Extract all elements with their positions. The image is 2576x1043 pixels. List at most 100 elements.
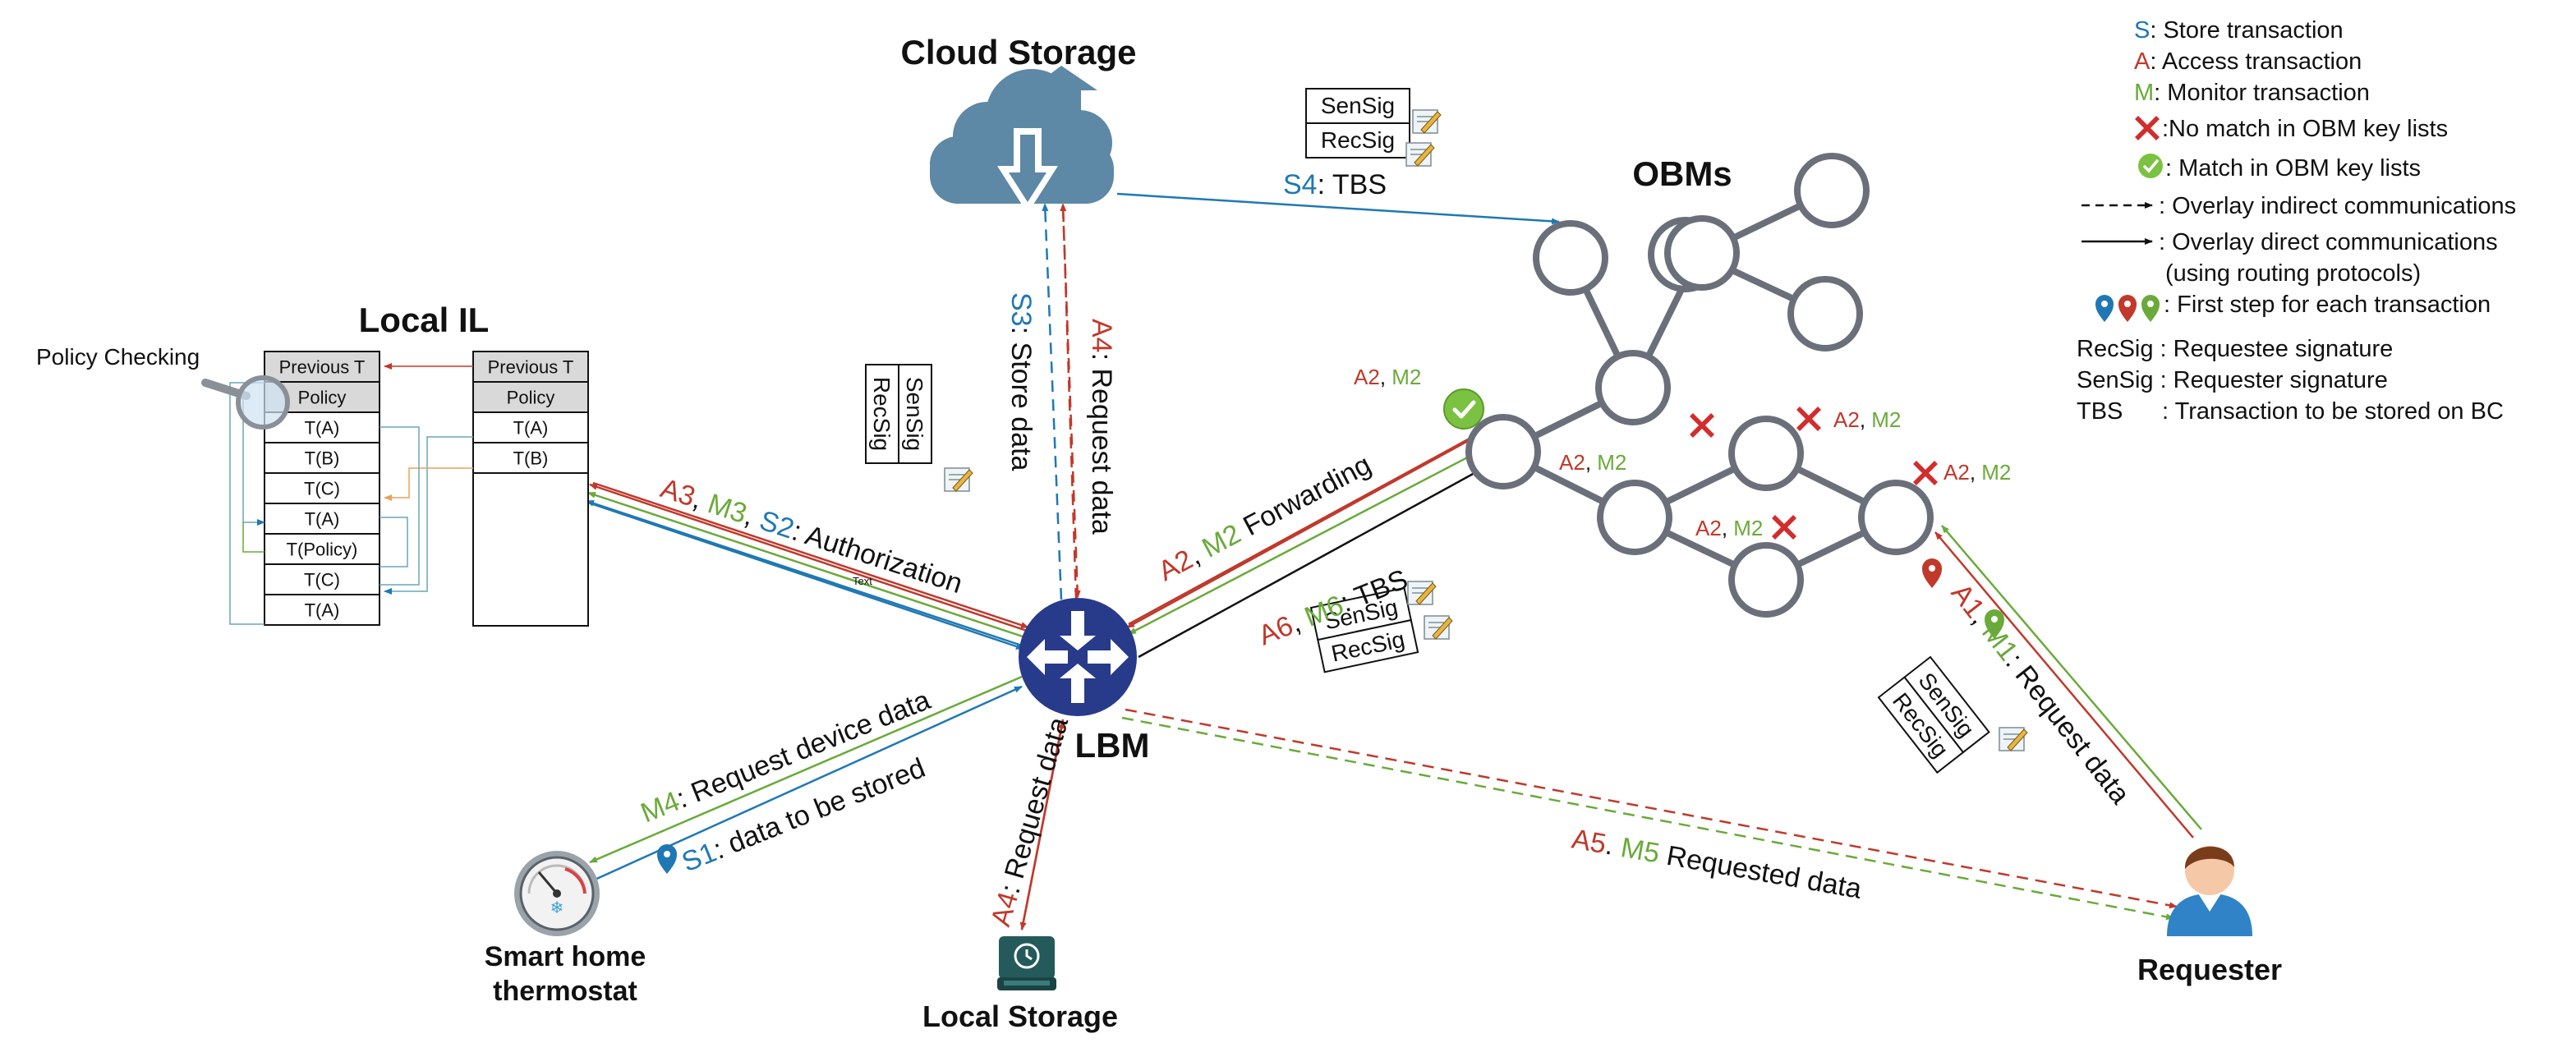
a2m2-label-mid: A2, M2: [1559, 450, 1626, 475]
local-storage-title: Local Storage: [922, 999, 1118, 1033]
legend-no-match-icon: [2135, 116, 2160, 140]
signature-pen-icon: [1405, 142, 1435, 167]
first-step-pin-icon-blue: [657, 844, 677, 874]
s3-line: [1042, 203, 1063, 600]
obm-node-lower-bottom: [1728, 542, 1804, 618]
m3-line: [587, 491, 1026, 639]
table-left-cell: T(C): [304, 479, 340, 499]
s4-line: [1116, 192, 1560, 225]
svg-text:RecSig: RecSig: [1321, 127, 1395, 153]
a2m2-label-lower: A2, M2: [1695, 516, 1763, 540]
obm-node-lower-left: [1597, 480, 1672, 555]
a3-line: [589, 483, 1028, 632]
legend-pin-icons: [2095, 295, 2160, 322]
no-match-x-icon: [1772, 515, 1796, 540]
thermostat-title-line2: thermostat: [493, 976, 637, 1007]
table-right-cell: T(B): [513, 448, 549, 469]
match-check-icon: [1443, 388, 1484, 430]
table-left-row: [264, 594, 380, 626]
legend-recsig: RecSig : Requestee signature: [2077, 336, 2393, 362]
legend-tbs-def: : Transaction to be stored on BC: [2162, 398, 2504, 425]
signature-pen-icon: [1407, 581, 1437, 605]
signature-box-a1: SenSig RecSig: [1877, 655, 1990, 774]
legend-indirect: : Overlay indirect communications: [2159, 193, 2516, 219]
requester-title: Requester: [2137, 953, 2282, 986]
table-left-row: [264, 563, 380, 595]
obm-node-top-right: [1794, 153, 1870, 228]
svg-text:❄: ❄: [550, 899, 564, 917]
first-step-pin-icon-red: [1922, 558, 1942, 588]
table-left-cell: T(A): [305, 509, 340, 530]
tb-link-line: [384, 467, 473, 501]
a4-local-line-back: [1020, 720, 1065, 930]
a4-cloud-label: A4: Request data: [1086, 319, 1117, 535]
table-left-row: [264, 351, 380, 383]
legend-store: S: Store transaction: [2134, 17, 2344, 44]
first-step-pin-icon-green: [1985, 609, 2004, 639]
signature-box-s4: SenSig RecSig: [1305, 88, 1410, 159]
s4-label: S4: TBS: [1283, 169, 1387, 200]
authorization-label: A3, M3, S2: Authorization: [657, 472, 967, 600]
tiny-text-label: Text: [853, 575, 872, 587]
forwarding-label: A2, M2 Forwarding: [1153, 449, 1376, 587]
m1-line: [1941, 525, 2202, 830]
table-left-cell: T(Policy): [287, 540, 358, 560]
a5-m5-label: A5. M5 Requested data: [1570, 823, 1865, 904]
legend-match: : Match in OBM key lists: [2165, 155, 2421, 181]
legend-access: A: Access transaction: [2134, 48, 2362, 75]
legend-no-match: :No match in OBM key lists: [2162, 116, 2448, 142]
table-right-cell: Policy: [507, 388, 555, 408]
local-storage-icon: [997, 936, 1056, 990]
table-right-empty-area: [472, 472, 589, 627]
thermostat-title-line1: Smart home: [485, 941, 646, 972]
a4-cloud-line-down: [1061, 206, 1081, 599]
a6-line: [1138, 466, 1484, 659]
m2-forward-line: [1128, 452, 1476, 636]
s3-label: S3: Store data: [1005, 292, 1037, 471]
table-right-cell: Previous T: [488, 357, 574, 378]
no-match-x-icon: [1796, 407, 1821, 431]
cloud-storage-icon: [930, 66, 1114, 214]
requester-avatar-icon: [2167, 846, 2252, 936]
svg-text:SenSig: SenSig: [902, 377, 927, 451]
signature-pen-icon: [1424, 615, 1453, 640]
s2-line-back: [587, 501, 1024, 650]
table-left-cell: Previous T: [279, 357, 366, 378]
a4-local-label: A4: Request data: [985, 714, 1074, 930]
legend-tbs-key: TBS: [2077, 398, 2123, 425]
table-left-cell: T(A): [305, 600, 340, 621]
svg-text:RecSig: RecSig: [869, 377, 895, 451]
lbm-title: LBM: [1075, 726, 1150, 765]
no-match-x-icon: [1690, 413, 1714, 438]
obm-node-lower-top: [1728, 416, 1804, 491]
tc-chain-line: [380, 517, 408, 567]
table-left-cell: T(C): [304, 570, 340, 590]
local-il-title: Local IL: [359, 301, 490, 339]
obm-node-right-mid: [1787, 276, 1863, 351]
table-left-row: [264, 533, 380, 565]
signature-pen-icon: [944, 467, 973, 492]
policy-checking-label: Policy Checking: [36, 344, 200, 370]
legend-first-step: : First step for each transaction: [2164, 292, 2491, 318]
table-left-cell: T(A): [305, 418, 340, 439]
a2m2-label-upper-right: A2, M2: [1833, 407, 1901, 432]
m4-line: [589, 675, 1023, 864]
m5-line: [1121, 716, 2174, 921]
obms-title: OBMs: [1632, 154, 1732, 193]
a5-line: [1125, 708, 2178, 909]
legend-direct-2: (using routing protocols): [2165, 260, 2421, 287]
a2m2-label-check: A2, M2: [1354, 365, 1421, 389]
a1-line: [1934, 531, 2194, 839]
a2-forward-line-back: [1126, 435, 1476, 629]
thermostat-icon: ❄: [514, 851, 600, 936]
table-left-row: [264, 442, 380, 474]
obm-node-center: [1595, 350, 1671, 425]
signature-box-s3: SenSig RecSig: [865, 364, 932, 464]
legend: S: Store transaction A: Access transacti…: [2077, 17, 2516, 425]
obm-node-top-left: [1533, 220, 1608, 296]
ta-link-line: [384, 436, 473, 595]
obm-tree: [1465, 153, 1934, 618]
signature-pen-icon: [1412, 109, 1442, 134]
